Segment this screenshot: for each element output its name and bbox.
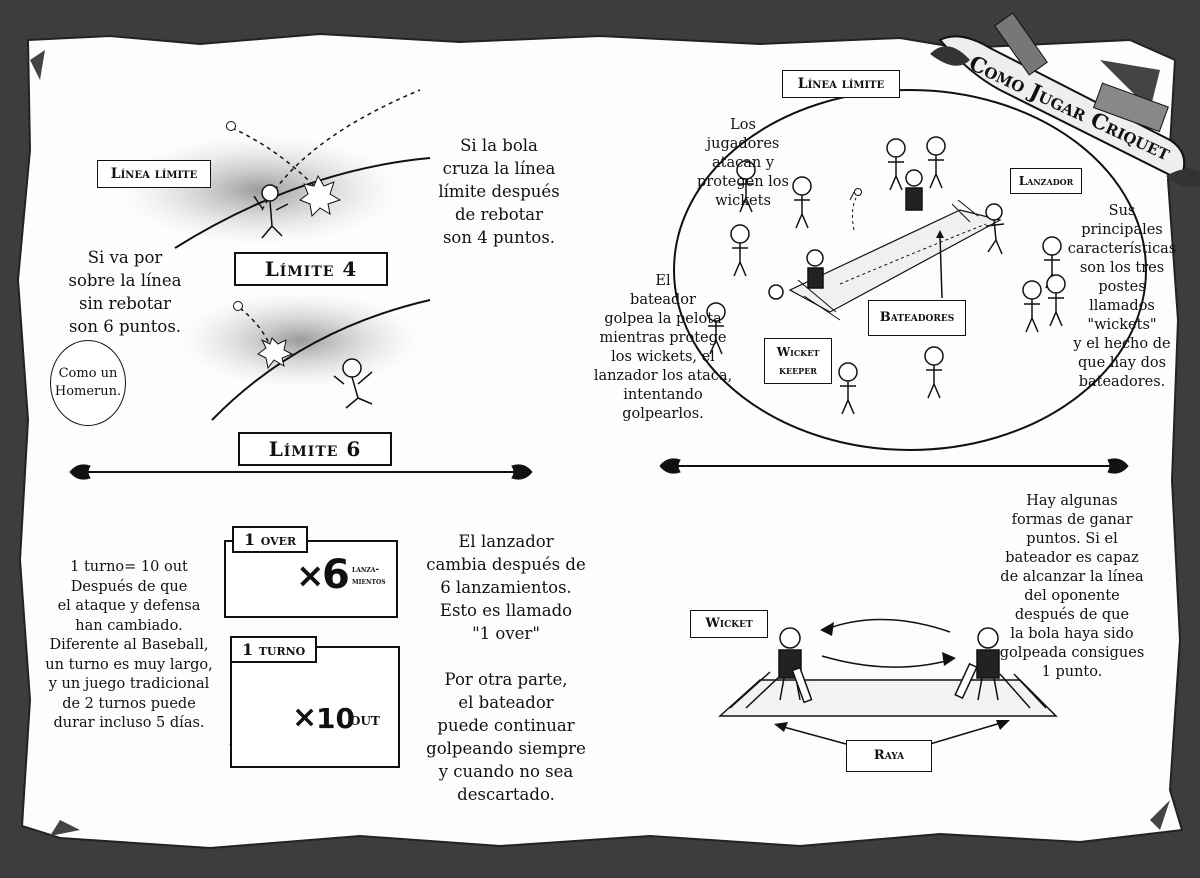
bateadores-label: Bateadores [868, 300, 966, 336]
turno-unit: out [350, 710, 380, 730]
jugadores-text: Los jugadores atacan y protegen los wick… [697, 117, 789, 209]
turno-times-sign: × [292, 700, 318, 735]
puntos-description: Hay algunas formas de ganar puntos. Si e… [999, 493, 1145, 680]
limite4-description: Si la bola cruza la línea límite después… [438, 136, 560, 247]
over-count: 6 [322, 552, 350, 598]
wicket-label: Wicket [690, 610, 768, 638]
linea-limite-label-right: Línea límite [782, 70, 900, 98]
homerun-bubble: Como un Homerun. [50, 340, 126, 426]
turno-tag: 1 turno [230, 636, 318, 663]
caracteristicas-text: Sus principales características son los … [1067, 203, 1177, 390]
lanzador-label: Lanzador [1010, 168, 1082, 194]
over-tag: 1 over [232, 526, 309, 553]
left-divider [69, 464, 533, 480]
over-unit: lanza- mientos [352, 565, 386, 587]
wicketkeeper-label: Wicket keeper [764, 338, 832, 384]
lanzador-description: El lanzador cambia después de 6 lanzamie… [426, 532, 586, 804]
limite6-description: Si va por sobre la línea sin rebotar son… [68, 248, 182, 336]
turno-count: 10 [316, 702, 355, 735]
limite6-heading: Límite 6 [238, 432, 392, 466]
linea-limite-label-left: Línea límite [97, 160, 211, 188]
right-divider [659, 458, 1129, 474]
over-panel: × 6 lanza- mientos [224, 540, 398, 618]
limite4-heading: Límite 4 [234, 252, 388, 286]
raya-label: Raya [846, 740, 932, 772]
turno-panel: × 10 out [230, 646, 400, 768]
turno-description: 1 turno= 10 out Después de que el ataque… [45, 559, 213, 731]
bateador-text: El bateador golpea la pelota mientras pr… [593, 273, 733, 422]
over-times-sign: × [296, 556, 325, 596]
title-banner [930, 12, 1200, 187]
